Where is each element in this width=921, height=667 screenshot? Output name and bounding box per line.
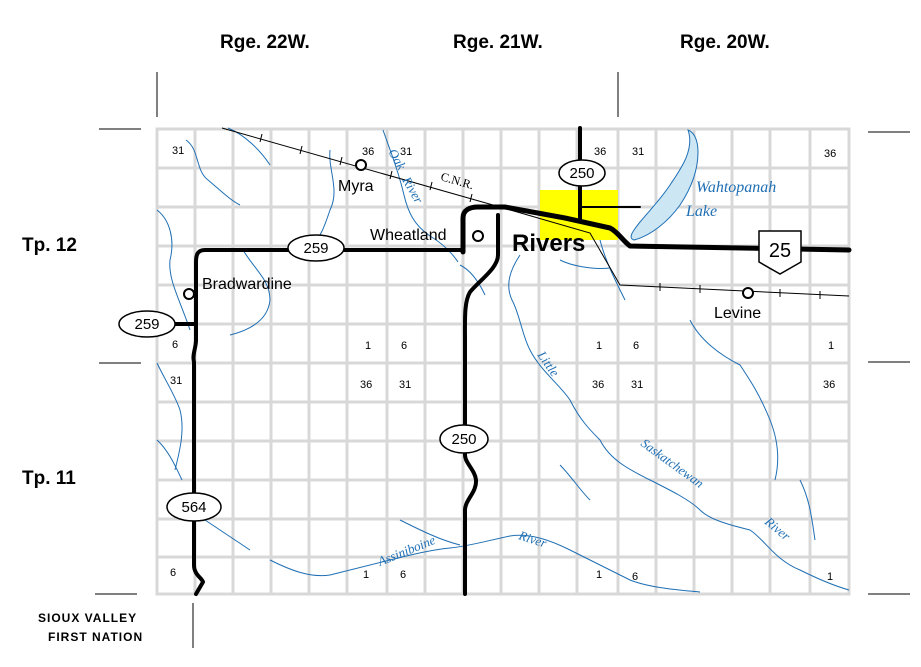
myra-label: Myra [338, 178, 374, 195]
section-number: 6 [633, 340, 639, 352]
section-number: 1 [827, 571, 833, 583]
section-numbers: 31 36 31 36 31 36 6 1 6 1 6 1 31 36 31 3… [170, 145, 836, 583]
township-11-label: Tp. 11 [22, 468, 76, 489]
highway-250-north-shield: 250 [558, 159, 606, 187]
section-number: 6 [170, 567, 176, 579]
section-number: 31 [400, 146, 412, 158]
section-number: 6 [400, 569, 406, 581]
levine-label: Levine [714, 305, 761, 322]
section-number: 1 [828, 340, 834, 352]
section-number: 36 [362, 146, 374, 158]
section-number: 36 [594, 146, 606, 158]
highway-564-label: 564 [181, 499, 206, 516]
reserve-label-line1: SIOUX VALLEY [38, 611, 137, 625]
wahtopanah-lake [630, 129, 699, 241]
myra-marker [355, 159, 367, 171]
section-number: 31 [632, 146, 644, 158]
section-grid [155, 127, 851, 596]
section-number: 31 [631, 379, 643, 391]
saskatchewan-label: Saskatchewan [638, 435, 706, 490]
highway-259-west-shield: 259 [118, 310, 176, 338]
highway-250-north-label: 250 [569, 165, 594, 182]
reserve-label-line2: FIRST NATION [48, 630, 143, 644]
highway-250-south-label: 250 [451, 431, 476, 448]
section-number: 1 [596, 569, 602, 581]
assiniboine-river-label: River [516, 527, 549, 551]
section-number: 1 [363, 569, 369, 581]
highway-250-south-shield: 250 [439, 424, 489, 454]
section-number: 31 [399, 379, 411, 391]
rivers-and-creeks [156, 127, 850, 593]
section-number: 31 [170, 375, 182, 387]
section-number: 6 [632, 571, 638, 583]
bradwardine-marker [183, 288, 195, 300]
lake-label: Lake [685, 203, 717, 220]
range-20w-label: Rge. 20W. [680, 32, 770, 53]
highway-564-shield: 564 [166, 492, 222, 522]
section-number: 36 [824, 148, 836, 160]
rivers-label: Rivers [512, 230, 585, 257]
highway-25-shield: 25 [758, 230, 802, 275]
section-number: 36 [360, 379, 372, 391]
cn-railway [221, 127, 850, 299]
highway-259-west-label: 259 [134, 316, 159, 333]
section-number: 1 [596, 340, 602, 352]
bradwardine-label: Bradwardine [202, 276, 292, 293]
section-number: 6 [172, 339, 178, 351]
levine-marker [742, 287, 754, 299]
railway-label: C.N.R. [439, 169, 475, 192]
section-number: 36 [823, 379, 835, 391]
wheatland-marker [472, 230, 484, 242]
section-number: 31 [172, 145, 184, 157]
township-12-label: Tp. 12 [22, 235, 77, 256]
highways [155, 126, 852, 596]
wheatland-label: Wheatland [370, 227, 447, 244]
wahtopanah-label: Wahtopanah [696, 179, 776, 196]
section-number: 36 [592, 379, 604, 391]
section-number: 1 [365, 340, 371, 352]
highway-25-label: 25 [769, 240, 791, 262]
range-21w-label: Rge. 21W. [453, 32, 543, 53]
highway-259-east-label: 259 [303, 240, 328, 257]
highway-259-east-shield: 259 [287, 234, 345, 262]
range-22w-label: Rge. 22W. [220, 32, 310, 53]
section-number: 6 [401, 340, 407, 352]
assiniboine-label: Assiniboine [375, 532, 438, 569]
